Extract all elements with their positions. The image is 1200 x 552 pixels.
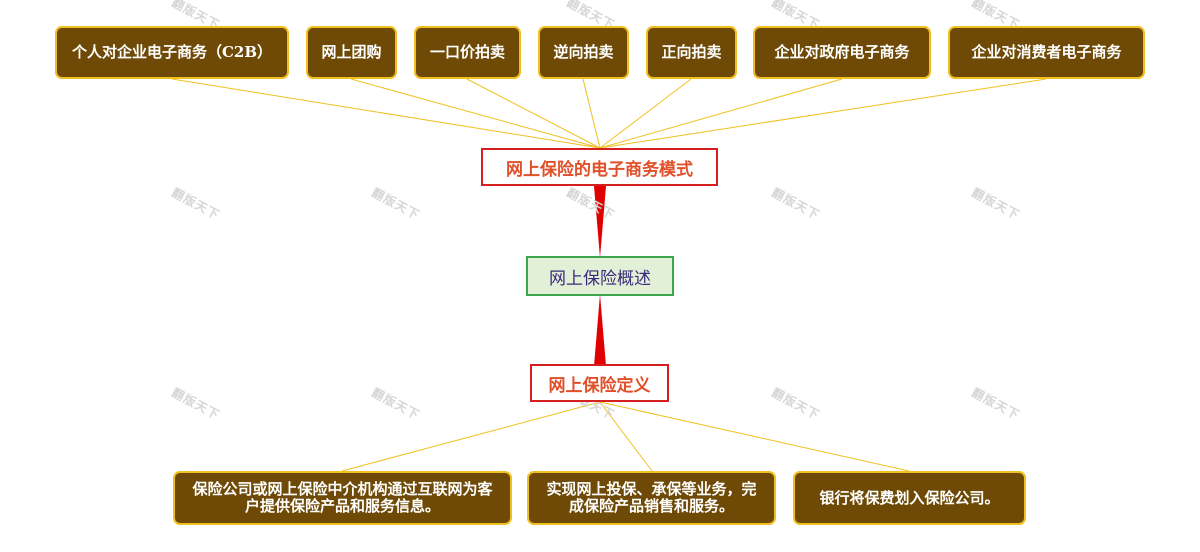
central-to-lower-connector bbox=[594, 294, 606, 366]
definition-node-online-sales[interactable]: 实现网上投保、承保等业务，完成保险产品销售和服务。 bbox=[527, 471, 776, 525]
upper-branch-connector bbox=[599, 78, 843, 149]
upper-branch-connector bbox=[171, 78, 601, 149]
mode-node-group-buying[interactable]: 网上团购 bbox=[306, 26, 397, 79]
upper-branch-connector bbox=[599, 78, 692, 149]
upper-branch-connector bbox=[599, 78, 1047, 149]
mode-node-fixed-price-auction[interactable]: 一口价拍卖 bbox=[414, 26, 521, 79]
mode-node-c2b[interactable]: 个人对企业电子商务（C2B） bbox=[55, 26, 289, 79]
topic-definition[interactable]: 网上保险定义 bbox=[530, 364, 669, 402]
lower-branch-connector bbox=[341, 401, 601, 472]
definition-node-bank-transfer[interactable]: 银行将保费划入保险公司。 bbox=[793, 471, 1026, 525]
upper-branch-connector bbox=[350, 78, 601, 149]
topic-ecommerce-modes[interactable]: 网上保险的电子商务模式 bbox=[481, 148, 718, 186]
upper-branch-connector bbox=[582, 78, 601, 149]
upper-branch-connector bbox=[466, 78, 601, 149]
definition-node-provider[interactable]: 保险公司或网上保险中介机构通过互联网为客户提供保险产品和服务信息。 bbox=[173, 471, 512, 525]
lower-branch-connector bbox=[599, 401, 910, 472]
central-topic[interactable]: 网上保险概述 bbox=[526, 256, 674, 296]
mode-node-forward-auction[interactable]: 正向拍卖 bbox=[646, 26, 737, 79]
central-to-upper-connector bbox=[594, 186, 606, 258]
lower-branch-connector bbox=[599, 401, 653, 472]
mode-node-reverse-auction[interactable]: 逆向拍卖 bbox=[538, 26, 629, 79]
mode-node-b2g[interactable]: 企业对政府电子商务 bbox=[753, 26, 931, 79]
mode-node-b2c[interactable]: 企业对消费者电子商务 bbox=[948, 26, 1145, 79]
